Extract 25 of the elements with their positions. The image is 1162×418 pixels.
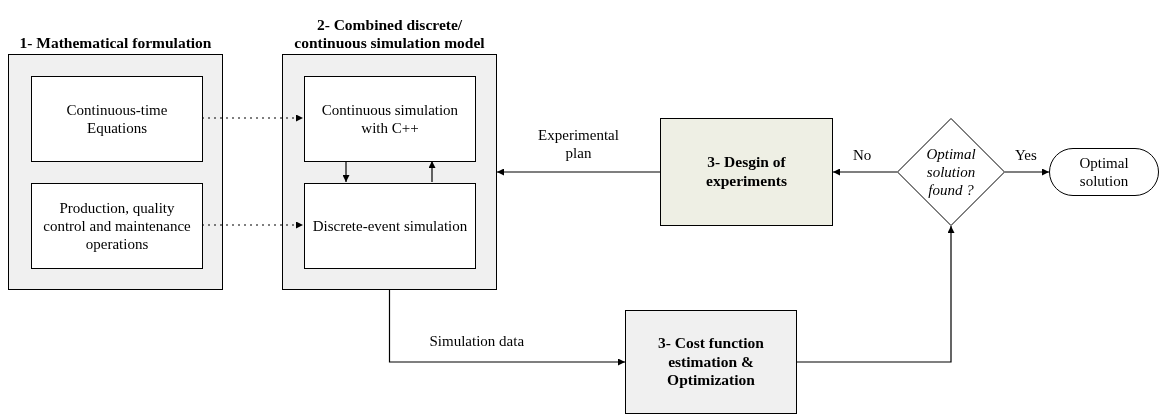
node-label: 3- Desgin of experiments xyxy=(705,153,788,191)
arrow xyxy=(428,160,436,183)
terminal-shape xyxy=(1049,148,1159,196)
node-label: Continuous simulation with C++ xyxy=(320,101,460,137)
arrow xyxy=(388,289,626,366)
arrow xyxy=(342,160,350,183)
node-label: Optimal solution xyxy=(1078,154,1130,190)
arrow xyxy=(832,168,898,176)
node-label: Production, quality control and maintenance operations xyxy=(42,199,192,253)
process-box xyxy=(304,76,476,162)
arrow xyxy=(496,168,661,176)
node-label: Optimal solution found ? xyxy=(925,145,977,199)
decision-diamond xyxy=(897,118,1005,226)
process-box xyxy=(31,183,203,269)
process-box xyxy=(660,118,833,226)
arrow xyxy=(1004,168,1050,176)
process-box xyxy=(31,76,203,162)
panel-heading: 1- Mathematical formulation xyxy=(18,34,213,52)
node-label: Continuous-time Equations xyxy=(65,101,169,137)
node-label: Discrete-event simulation xyxy=(311,217,469,235)
panel-heading: 2- Combined discrete/ continuous simulation model xyxy=(293,16,486,52)
arrow xyxy=(796,225,955,363)
process-box xyxy=(625,310,797,414)
node-label: 3- Cost function estimation & Optimization xyxy=(657,334,765,390)
process-box xyxy=(304,183,476,269)
